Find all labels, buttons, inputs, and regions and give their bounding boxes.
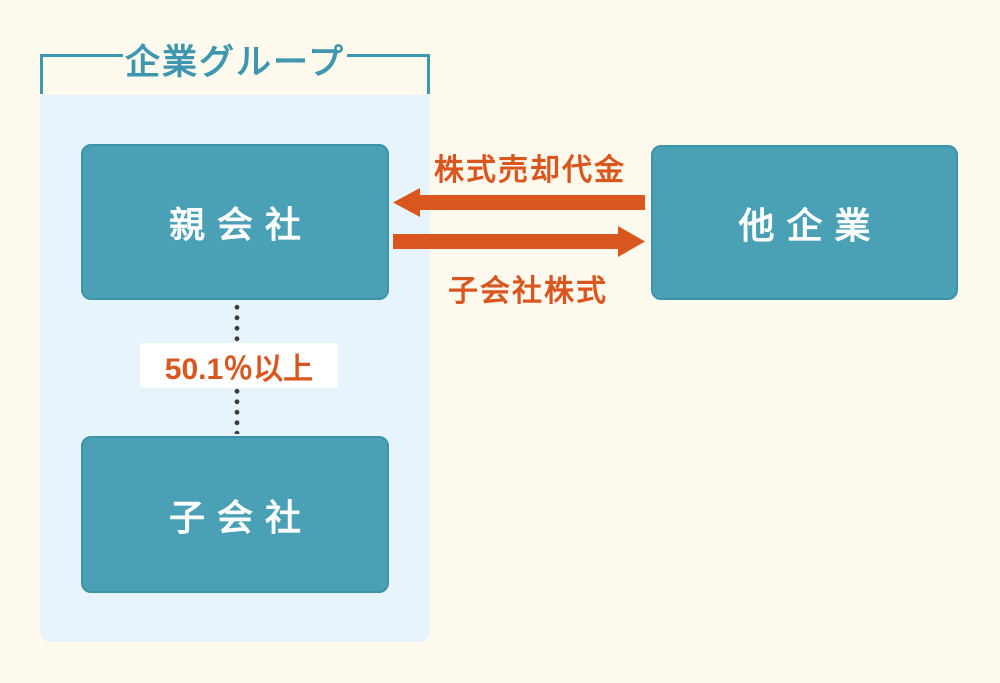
node-other-company: 他企業 [651, 145, 958, 300]
ownership-percentage-label: 50.1％以上 [140, 343, 338, 388]
group-bracket-line-left [43, 54, 123, 57]
flow-label-subsidiary-shares: 子会社株式 [448, 275, 608, 308]
flow-label-sale-proceeds: 株式売却代金 [434, 154, 626, 187]
group-bracket-line-right [347, 54, 427, 57]
node-subsidiary-company: 子会社 [81, 436, 389, 593]
group-title: 企業グループ [125, 43, 345, 82]
group-bracket: 企業グループ [40, 43, 430, 94]
arrow-left-icon [393, 188, 645, 217]
arrow-right-icon [393, 226, 645, 257]
node-parent-company: 親会社 [81, 144, 389, 300]
